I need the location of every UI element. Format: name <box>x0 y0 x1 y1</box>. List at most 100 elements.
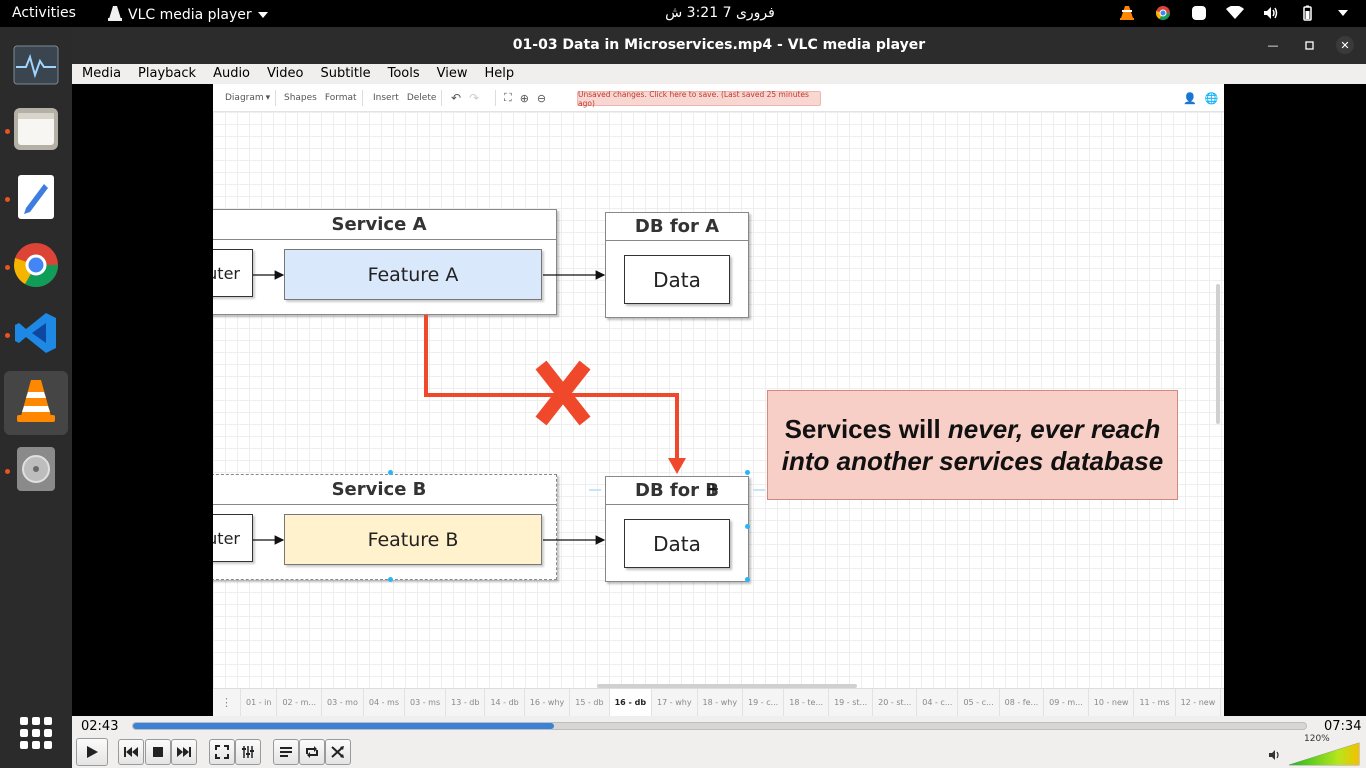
chevron-down-icon <box>257 7 268 23</box>
menu-tools[interactable]: Tools <box>387 66 420 81</box>
drawio-diagram-menu: Diagram <box>225 93 264 103</box>
menu-video[interactable]: Video <box>267 66 304 81</box>
shuffle-button[interactable] <box>325 739 351 765</box>
next-button[interactable] <box>171 739 197 765</box>
dock-vlc[interactable] <box>4 371 68 435</box>
callout-line1-italic: never, ever reach <box>947 414 1161 444</box>
page-tab: 03 - mo <box>322 688 364 716</box>
connector-layer <box>253 270 765 545</box>
notification-icon[interactable] <box>1190 4 1208 22</box>
drawio-canvas: Service A uter Feature A DB for A Data S… <box>213 112 1224 688</box>
activities-button[interactable]: Activities <box>12 5 76 21</box>
menu-audio[interactable]: Audio <box>213 66 251 81</box>
menu-media[interactable]: Media <box>82 66 122 81</box>
clock[interactable]: فروری 7 3:21 ش <box>665 5 775 21</box>
loop-button[interactable] <box>299 739 325 765</box>
page-tab: 12 - new <box>1176 688 1222 716</box>
running-indicator <box>5 469 10 474</box>
vscode-icon <box>14 311 58 359</box>
system-tray[interactable] <box>1118 4 1352 22</box>
playlist-button[interactable] <box>273 739 299 765</box>
seek-bar[interactable] <box>132 722 1307 730</box>
callout-line2-italic: into another services database <box>781 446 1164 476</box>
dock-chrome[interactable] <box>4 235 68 299</box>
fullscreen-icon: ⛶ <box>504 91 512 104</box>
selection-handle <box>745 577 750 582</box>
vlc-cone-icon <box>108 5 122 25</box>
dock-text-editor[interactable] <box>4 167 68 231</box>
chrome-tray-icon[interactable] <box>1154 4 1172 22</box>
redo-icon: ↷ <box>469 91 480 105</box>
menu-subtitle[interactable]: Subtitle <box>320 66 371 81</box>
page-tab: 04 - c... <box>917 688 959 716</box>
running-indicator <box>5 265 10 270</box>
window-titlebar[interactable]: 01-03 Data in Microservices.mp4 - VLC me… <box>72 27 1366 64</box>
loop-icon <box>306 746 318 758</box>
playlist-icon <box>280 747 292 757</box>
user-icon: 👤 <box>1183 91 1197 105</box>
speaker-icon[interactable] <box>1268 749 1282 761</box>
selection-handle <box>388 577 393 582</box>
volume-slider[interactable] <box>1288 742 1360 766</box>
vertical-scrollbar <box>1216 284 1220 424</box>
total-time[interactable]: 07:34 <box>1324 719 1362 734</box>
dock-disk-utility[interactable] <box>4 439 68 503</box>
power-menu-chevron-icon[interactable] <box>1334 4 1352 22</box>
page-tab: 04 - ms <box>364 688 405 716</box>
page-tab: 17 - why <box>652 688 698 716</box>
page-tab: 03 - ms <box>405 688 447 716</box>
maximize-icon[interactable] <box>1300 36 1318 54</box>
volume-icon[interactable] <box>1262 4 1280 22</box>
forbidden-connection-line <box>424 315 679 458</box>
menu-bar: Media Playback Audio Video Subtitle Tool… <box>72 64 1366 84</box>
service-b-router: uter <box>213 514 253 562</box>
show-applications-icon[interactable] <box>20 717 52 749</box>
files-icon <box>13 107 59 155</box>
db-b-title: DB for B <box>606 477 748 505</box>
dock-system-monitor[interactable] <box>4 35 68 99</box>
equalizer-icon <box>242 746 254 758</box>
forbidden-arrowhead <box>668 458 686 474</box>
drawio-format: Format <box>324 93 357 103</box>
app-menu-label: VLC media player <box>128 7 252 23</box>
previous-button[interactable] <box>118 739 144 765</box>
play-button[interactable] <box>76 738 108 766</box>
system-monitor-icon <box>13 45 59 89</box>
volume-control[interactable]: 120% <box>1268 734 1360 766</box>
drawio-toolbar: Diagram ▾ Shapes Format Insert Delete ↶ … <box>213 84 1224 112</box>
vlc-cone-icon <box>15 378 57 428</box>
menu-help[interactable]: Help <box>484 66 515 81</box>
callout-line1-normal: Services will <box>784 414 948 444</box>
stop-button[interactable] <box>145 739 171 765</box>
page-tab: 02 - m... <box>277 688 323 716</box>
drawio-insert: Insert <box>373 93 399 103</box>
fullscreen-button[interactable] <box>209 739 235 765</box>
drawio-shapes: Shapes <box>284 93 317 103</box>
service-a-router: uter <box>213 249 253 297</box>
extended-settings-button[interactable] <box>235 739 261 765</box>
menu-view[interactable]: View <box>436 66 468 81</box>
page-tab: 19 - c... <box>743 688 785 716</box>
close-icon[interactable]: ✕ <box>1336 36 1354 54</box>
menu-playback[interactable]: Playback <box>138 66 197 81</box>
minimize-icon[interactable]: — <box>1267 38 1279 52</box>
vlc-tray-icon[interactable] <box>1118 4 1136 22</box>
elapsed-time[interactable]: 02:43 <box>81 719 119 734</box>
zoom-out-icon: ⊖ <box>536 91 547 105</box>
battery-icon[interactable] <box>1298 4 1316 22</box>
pages-menu-icon: ⋮ <box>213 688 241 716</box>
db-b-data: Data <box>624 519 730 568</box>
stop-icon <box>153 747 163 757</box>
page-tab: 20 - st... <box>873 688 918 716</box>
dock-files[interactable] <box>4 99 68 163</box>
seek-progress <box>133 723 555 729</box>
play-icon <box>87 746 98 758</box>
callout-note: Services will never, ever reach into ano… <box>767 390 1178 500</box>
dock-vscode[interactable] <box>4 303 68 367</box>
wifi-icon[interactable] <box>1226 4 1244 22</box>
running-indicator <box>5 197 10 202</box>
video-frame[interactable]: Diagram ▾ Shapes Format Insert Delete ↶ … <box>213 84 1224 716</box>
app-menu[interactable]: VLC media player <box>108 5 268 25</box>
